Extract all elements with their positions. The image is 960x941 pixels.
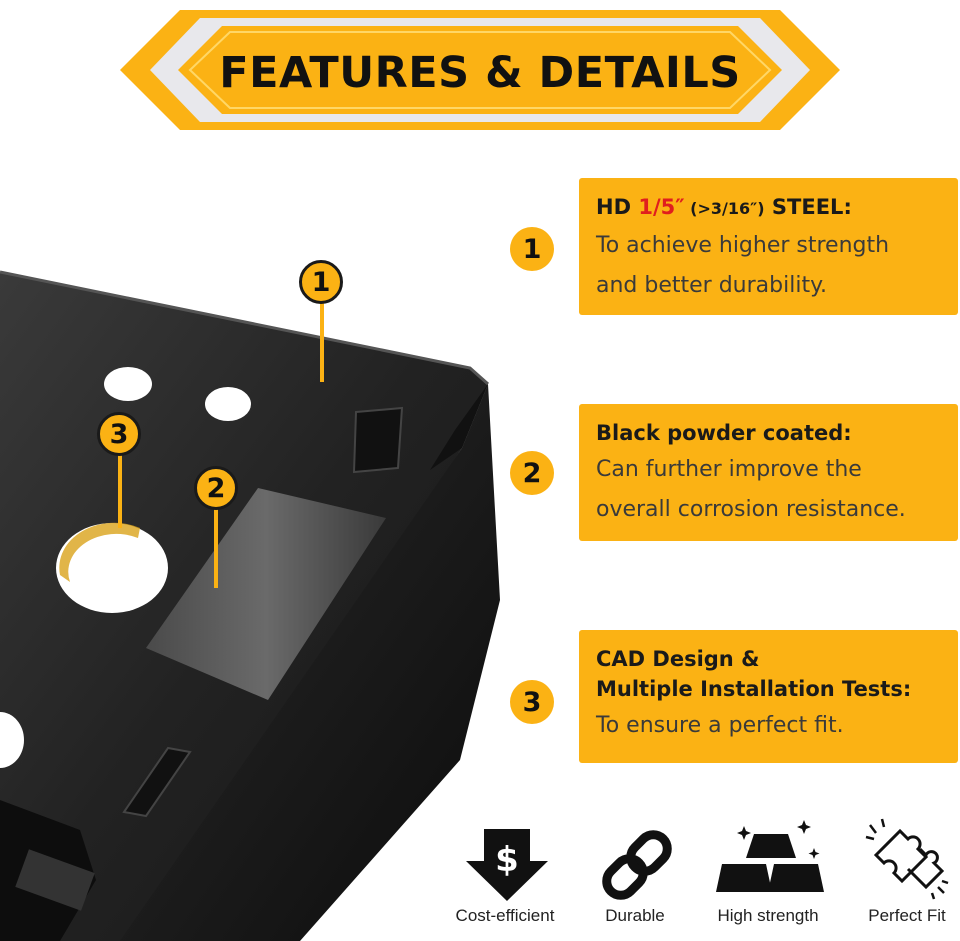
- steel-bracket-image: [0, 270, 500, 941]
- dollar-down-arrow-icon: $: [466, 829, 548, 901]
- feature-description: Can further improve the overall corrosio…: [596, 457, 906, 522]
- callout-2: 2: [194, 466, 238, 510]
- feature-number-2: 2: [510, 451, 554, 495]
- banner-shape: [120, 10, 840, 130]
- mount-hole: [205, 387, 251, 421]
- feature-box-design: CAD Design & Multiple Installation Tests…: [579, 630, 958, 763]
- icon-label-cost-efficient: Cost-efficient: [455, 906, 555, 925]
- icon-label-high-strength: High strength: [717, 906, 819, 925]
- feature-title: HD 1/5″ (>3/16″) STEEL:: [596, 195, 852, 219]
- stacked-bars-icon: [716, 820, 824, 892]
- feature-description: To ensure a perfect fit.: [596, 713, 844, 738]
- callout-1: 1: [299, 260, 343, 304]
- icon-label-perfect-fit: Perfect Fit: [868, 906, 946, 925]
- large-hole: [56, 523, 168, 613]
- banner-title: FEATURES & DETAILS: [219, 48, 741, 98]
- feature-number-1: 1: [510, 227, 554, 271]
- feature-description: To achieve higher strength and better du…: [596, 233, 890, 298]
- icon-label-durable: Durable: [605, 906, 665, 925]
- feature-box-coating: Black powder coated: Can further improve…: [579, 404, 958, 541]
- feature-box-steel: HD 1/5″ (>3/16″) STEEL: To achieve highe…: [579, 178, 958, 315]
- feature-number-3: 3: [510, 680, 554, 724]
- callout-3: 3: [97, 412, 141, 456]
- feature-title: Black powder coated:: [596, 421, 852, 445]
- puzzle-piece-icon: [865, 818, 949, 900]
- feature-title: CAD Design & Multiple Installation Tests…: [596, 647, 912, 701]
- chain-link-icon: [602, 830, 672, 900]
- mount-hole: [104, 367, 152, 401]
- thickness-highlight: 1/5″: [638, 195, 685, 219]
- svg-text:$: $: [495, 840, 519, 880]
